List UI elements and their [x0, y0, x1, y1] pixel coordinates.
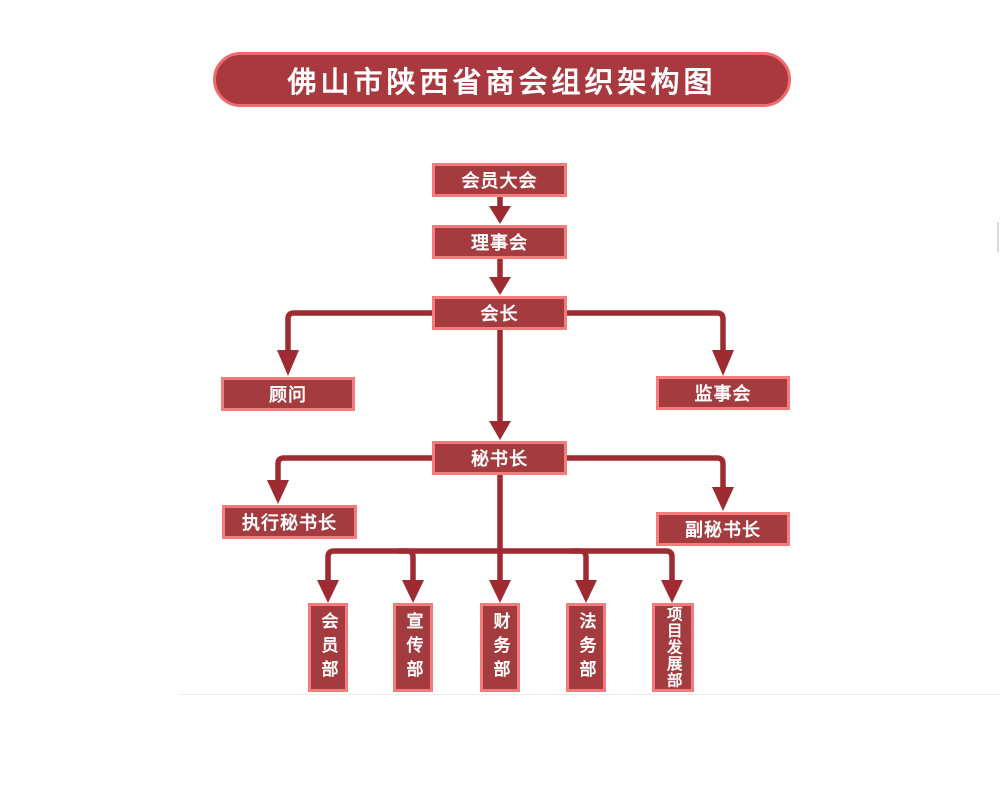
node-legal-dept-label: 法务部	[576, 611, 596, 684]
node-deputy-secretary-general-label: 副秘书长	[685, 520, 761, 540]
node-members-assembly-label: 会员大会	[461, 171, 538, 191]
node-president: 会长	[432, 296, 567, 330]
node-deputy-secretary-general: 副秘书长	[656, 512, 790, 546]
arrowhead-deputy	[712, 487, 734, 511]
chart-title-text: 佛山市陕西省商会组织架构图	[287, 66, 717, 99]
node-membership-dept: 会员部	[308, 603, 348, 692]
node-advisors: 顾问	[221, 377, 355, 411]
arrowhead-advisors	[277, 350, 299, 376]
connector-secretary-to-executive	[275, 455, 432, 482]
page-right-edge-line	[997, 222, 999, 252]
node-project-development-dept: 项目发展部	[652, 603, 694, 692]
connector-branch-publicity	[398, 548, 416, 582]
page-bottom-divider	[180, 694, 1000, 695]
node-secretary-general: 秘书长	[432, 441, 567, 475]
arrowhead-council	[489, 206, 511, 224]
node-publicity-dept: 宣传部	[393, 603, 433, 692]
node-council-label: 理事会	[471, 233, 528, 253]
arrowhead-membership-dept	[317, 580, 339, 603]
connector-president-to-supervisory	[567, 310, 726, 352]
node-president-label: 会长	[480, 304, 519, 324]
arrowhead-secretary	[489, 421, 511, 440]
node-project-development-dept-label: 项目发展部	[664, 606, 682, 689]
node-members-assembly: 会员大会	[432, 163, 567, 197]
node-publicity-dept-label: 宣传部	[403, 611, 423, 684]
arrowhead-president	[489, 277, 511, 295]
arrowhead-executive	[267, 480, 289, 504]
arrowhead-finance-dept	[489, 580, 511, 603]
connector-depts-bar	[325, 548, 675, 582]
connector-branch-legal	[571, 548, 589, 582]
connector-president-to-advisors	[285, 310, 432, 352]
node-advisors-label: 顾问	[269, 385, 307, 405]
node-executive-secretary-general-label: 执行秘书长	[242, 513, 337, 533]
arrowhead-publicity-dept	[402, 580, 424, 603]
arrowhead-project-dept	[661, 580, 683, 603]
node-council: 理事会	[432, 225, 567, 259]
node-secretary-general-label: 秘书长	[471, 449, 528, 469]
node-supervisory-board: 监事会	[656, 376, 790, 410]
connector-secretary-to-deputy	[567, 455, 726, 489]
node-membership-dept-label: 会员部	[318, 611, 338, 684]
arrowhead-legal-dept	[575, 580, 597, 603]
chart-title: 佛山市陕西省商会组织架构图	[213, 52, 791, 107]
arrowhead-supervisory	[712, 350, 734, 376]
node-supervisory-board-label: 监事会	[694, 384, 752, 404]
node-finance-dept: 财务部	[480, 603, 520, 692]
node-legal-dept: 法务部	[566, 603, 606, 692]
node-finance-dept-label: 财务部	[490, 611, 510, 684]
node-executive-secretary-general: 执行秘书长	[222, 505, 357, 539]
